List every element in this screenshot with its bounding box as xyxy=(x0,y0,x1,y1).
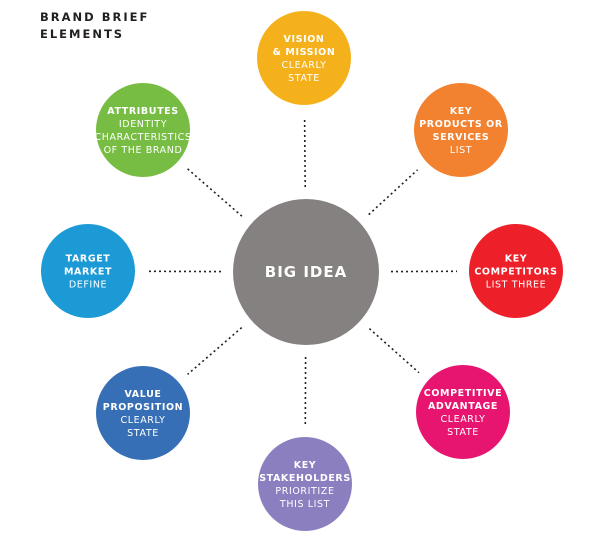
center-node: BIG IDEA xyxy=(233,199,379,345)
node-sub-line: STATE xyxy=(447,427,479,438)
connector-line-attributes xyxy=(186,168,243,217)
node-key-products: KEY PRODUCTS OR SERVICES LIST xyxy=(414,83,508,177)
node-circle xyxy=(96,366,190,460)
node-sub-line: PRIORITIZE xyxy=(275,486,334,497)
node-circle xyxy=(257,11,351,105)
node-circle xyxy=(416,365,510,459)
node-sub-line: CLEARLY xyxy=(281,60,326,71)
center-circle xyxy=(233,199,379,345)
node-title-line: STAKEHOLDERS xyxy=(259,473,351,484)
node-circle xyxy=(414,83,508,177)
connector-line-competitive-advantage xyxy=(368,328,420,374)
node-attributes: ATTRIBUTES IDENTITY CHARACTERISTICS OF THE … xyxy=(95,83,192,177)
node-title-line: & MISSION xyxy=(273,47,336,58)
connector-line-vision-mission xyxy=(303,116,306,188)
node-sub-line: IDENTITY xyxy=(119,119,167,130)
node-circle xyxy=(258,437,352,531)
node-title-line: COMPETITIVE xyxy=(424,388,502,399)
page-title-line: ELEMENTS xyxy=(40,27,125,41)
node-title-line: SERVICES xyxy=(433,132,490,143)
node-sub-line: CHARACTERISTICS xyxy=(95,132,192,143)
node-sub-line: STATE xyxy=(127,428,159,439)
page-title: BRAND BRIEF ELEMENTS xyxy=(40,9,149,43)
connector-group xyxy=(146,116,458,426)
node-circle xyxy=(41,224,135,318)
node-key-stakeholders: KEY STAKEHOLDERS PRIORITIZE THIS LIST xyxy=(258,437,352,531)
page-title-line: BRAND BRIEF xyxy=(40,10,150,24)
node-vision-mission: VISION & MISSION CLEARLY STATE xyxy=(257,11,351,105)
node-sub-line: STATE xyxy=(288,73,320,84)
node-title-line: VALUE xyxy=(125,389,162,400)
node-sub-line: LIST xyxy=(450,145,472,156)
node-title-line: VISION xyxy=(284,34,325,45)
node-title-line: PROPOSITION xyxy=(103,402,183,413)
node-sub-line: CLEARLY xyxy=(440,414,485,425)
node-circle xyxy=(469,224,563,318)
center-label: BIG IDEA xyxy=(265,263,347,281)
node-title-line: KEY xyxy=(505,254,528,265)
node-circle xyxy=(96,83,190,177)
node-sub-line: LIST THREE xyxy=(486,280,547,291)
node-title-line: KEY xyxy=(450,106,473,117)
node-title-line: KEY xyxy=(294,460,317,471)
node-key-competitors: KEY COMPETITORS LIST THREE xyxy=(469,224,563,318)
node-sub-line: DEFINE xyxy=(69,280,107,291)
node-title-line: ATTRIBUTES xyxy=(107,106,178,117)
node-target-market: TARGET MARKET DEFINE xyxy=(41,224,135,318)
node-sub-line: THIS LIST xyxy=(279,499,330,510)
node-title-line: MARKET xyxy=(64,267,112,278)
node-value-proposition: VALUE PROPOSITION CLEARLY STATE xyxy=(96,366,190,460)
node-title-line: ADVANTAGE xyxy=(428,401,498,412)
connector-line-key-products xyxy=(368,169,419,216)
node-sub-line: CLEARLY xyxy=(120,415,165,426)
connector-line-value-proposition xyxy=(187,326,243,376)
node-title-line: PRODUCTS OR xyxy=(419,119,503,130)
node-sub-line: OF THE BRAND xyxy=(104,145,183,156)
node-title-line: COMPETITORS xyxy=(474,267,557,278)
node-competitive-advantage: COMPETITIVE ADVANTAGE CLEARLY STATE xyxy=(416,365,510,459)
node-title-line: TARGET xyxy=(66,254,111,265)
